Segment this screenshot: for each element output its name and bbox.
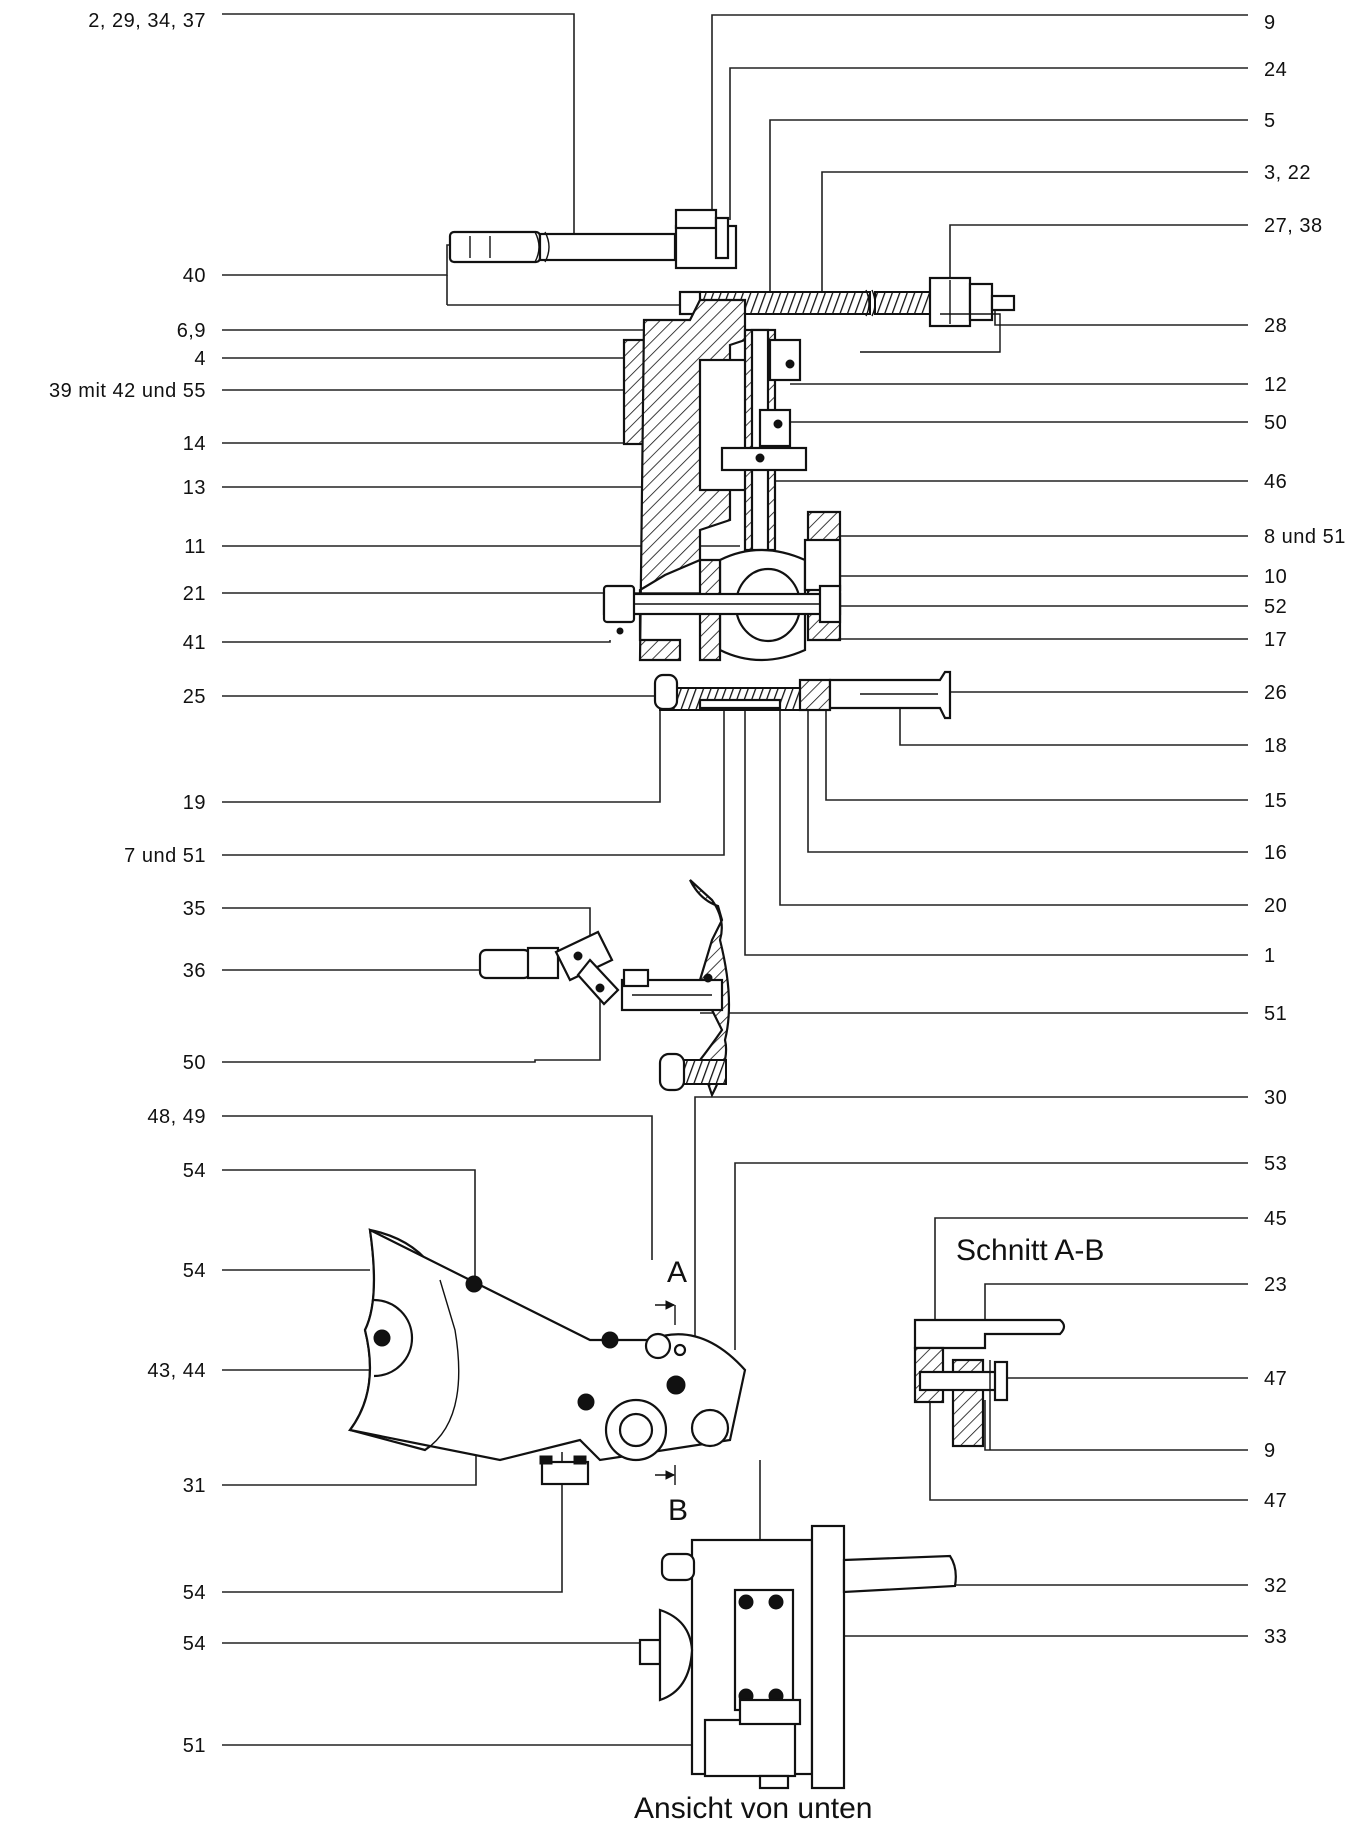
label-l15: 36 xyxy=(183,960,206,982)
label-l23: 54 xyxy=(183,1633,206,1655)
label-r5: 27, 38 xyxy=(1264,215,1323,237)
label-l5: 39 mit 42 und 55 xyxy=(49,380,206,402)
label-r19: 1 xyxy=(1264,945,1276,967)
bottom-view xyxy=(638,1524,957,1790)
label-r29: 33 xyxy=(1264,1626,1287,1648)
label-l2: 40 xyxy=(183,265,206,287)
bottom-view-caption: Ansicht von unten xyxy=(634,1792,873,1825)
label-r10: 8 und 51 xyxy=(1264,526,1346,548)
label-r4: 3, 22 xyxy=(1264,162,1311,184)
label-l8: 11 xyxy=(184,536,206,558)
label-r22: 53 xyxy=(1264,1153,1287,1175)
label-r20: 51 xyxy=(1264,1003,1287,1025)
label-r16: 15 xyxy=(1264,790,1287,812)
label-r27: 47 xyxy=(1264,1490,1287,1512)
label-r8: 50 xyxy=(1264,412,1287,434)
captions: Schnitt A-B Ansicht von unten A B xyxy=(634,1234,1104,1825)
label-r23: 45 xyxy=(1264,1208,1287,1230)
label-r26: 9 xyxy=(1264,1440,1276,1462)
label-l16: 50 xyxy=(183,1052,206,1074)
cut-marker-a: A xyxy=(667,1256,687,1289)
label-r1: 9 xyxy=(1264,12,1276,34)
label-l9: 21 xyxy=(183,583,206,605)
handle-cross-section xyxy=(478,879,731,1098)
label-l4: 4 xyxy=(194,348,206,370)
label-r15: 18 xyxy=(1264,735,1287,757)
label-l21: 31 xyxy=(183,1475,206,1497)
label-r3: 5 xyxy=(1264,110,1276,132)
main-assembly-section xyxy=(448,208,1016,720)
label-r12: 52 xyxy=(1264,596,1287,618)
section-a-b-detail xyxy=(913,1318,1066,1450)
label-l14: 35 xyxy=(183,898,206,920)
label-l13: 7 und 51 xyxy=(124,845,206,867)
label-r2: 24 xyxy=(1264,59,1287,81)
label-r25: 47 xyxy=(1264,1368,1287,1390)
label-l1: 2, 29, 34, 37 xyxy=(88,10,206,32)
label-r18: 20 xyxy=(1264,895,1287,917)
right-label-column: 9 24 5 3, 22 27, 38 28 12 50 46 8 und 51… xyxy=(1264,12,1346,1648)
left-label-column: 2, 29, 34, 37 40 6,9 4 39 mit 42 und 55 … xyxy=(49,10,206,1757)
label-l20: 43, 44 xyxy=(147,1360,206,1382)
section-title: Schnitt A-B xyxy=(956,1234,1104,1267)
label-r24: 23 xyxy=(1264,1274,1287,1296)
label-l7: 13 xyxy=(183,477,206,499)
label-r11: 10 xyxy=(1264,566,1287,588)
leader-lines xyxy=(222,13,1248,1746)
label-l17: 48, 49 xyxy=(147,1106,206,1128)
label-l10: 41 xyxy=(183,632,206,654)
side-view-housing xyxy=(348,1228,747,1486)
cut-marker-b: B xyxy=(668,1494,688,1527)
label-l11: 25 xyxy=(183,686,206,708)
label-r6: 28 xyxy=(1264,315,1287,337)
label-r7: 12 xyxy=(1264,374,1287,396)
label-l12: 19 xyxy=(183,792,206,814)
label-l6: 14 xyxy=(183,433,206,455)
label-r14: 26 xyxy=(1264,682,1287,704)
label-l24: 51 xyxy=(183,1735,206,1757)
label-l19: 54 xyxy=(183,1260,206,1282)
label-l3: 6,9 xyxy=(177,320,206,342)
label-r28: 32 xyxy=(1264,1575,1287,1597)
label-r21: 30 xyxy=(1264,1087,1287,1109)
label-l22: 54 xyxy=(183,1582,206,1604)
label-r13: 17 xyxy=(1264,629,1287,651)
label-l18: 54 xyxy=(183,1160,206,1182)
label-r17: 16 xyxy=(1264,842,1287,864)
label-r9: 46 xyxy=(1264,471,1287,493)
